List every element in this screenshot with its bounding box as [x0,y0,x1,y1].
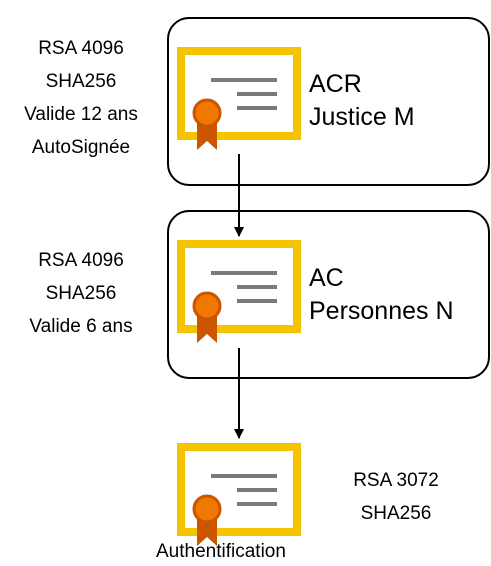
root-ca-spec-self-signed: AutoSignée [31,137,131,158]
leaf-spec-hash: SHA256 [360,503,432,524]
root-ca-spec-key: RSA 4096 [38,38,124,59]
root-ca-title: ACR Justice M [309,68,415,134]
intermediate-ca-title-line-1: AC [309,264,344,292]
leaf-certificate-label: Authentification [156,541,286,562]
root-ca-certificate-icon [177,47,301,155]
intermediate-ca-certificate-icon [177,240,301,348]
leaf-certificate-icon [177,443,301,551]
intermediate-ca-specs: RSA 4096 SHA256 Valide 6 ans [0,244,162,343]
intermediate-ca-spec-key: RSA 4096 [38,250,124,271]
root-ca-title-line-1: ACR [309,70,362,98]
intermediate-ca-spec-validity: Valide 6 ans [29,316,133,337]
root-ca-spec-hash: SHA256 [45,71,117,92]
root-ca-specs: RSA 4096 SHA256 Valide 12 ans AutoSignée [0,32,162,164]
intermediate-ca-spec-hash: SHA256 [45,283,117,304]
intermediate-ca-title: AC Personnes N [309,262,454,328]
intermediate-ca-title-line-2: Personnes N [309,297,454,325]
root-ca-spec-validity: Valide 12 ans [24,104,138,125]
root-ca-title-line-2: Justice M [309,103,415,131]
leaf-spec-key: RSA 3072 [353,470,439,491]
leaf-certificate-specs: RSA 3072 SHA256 [336,464,456,530]
